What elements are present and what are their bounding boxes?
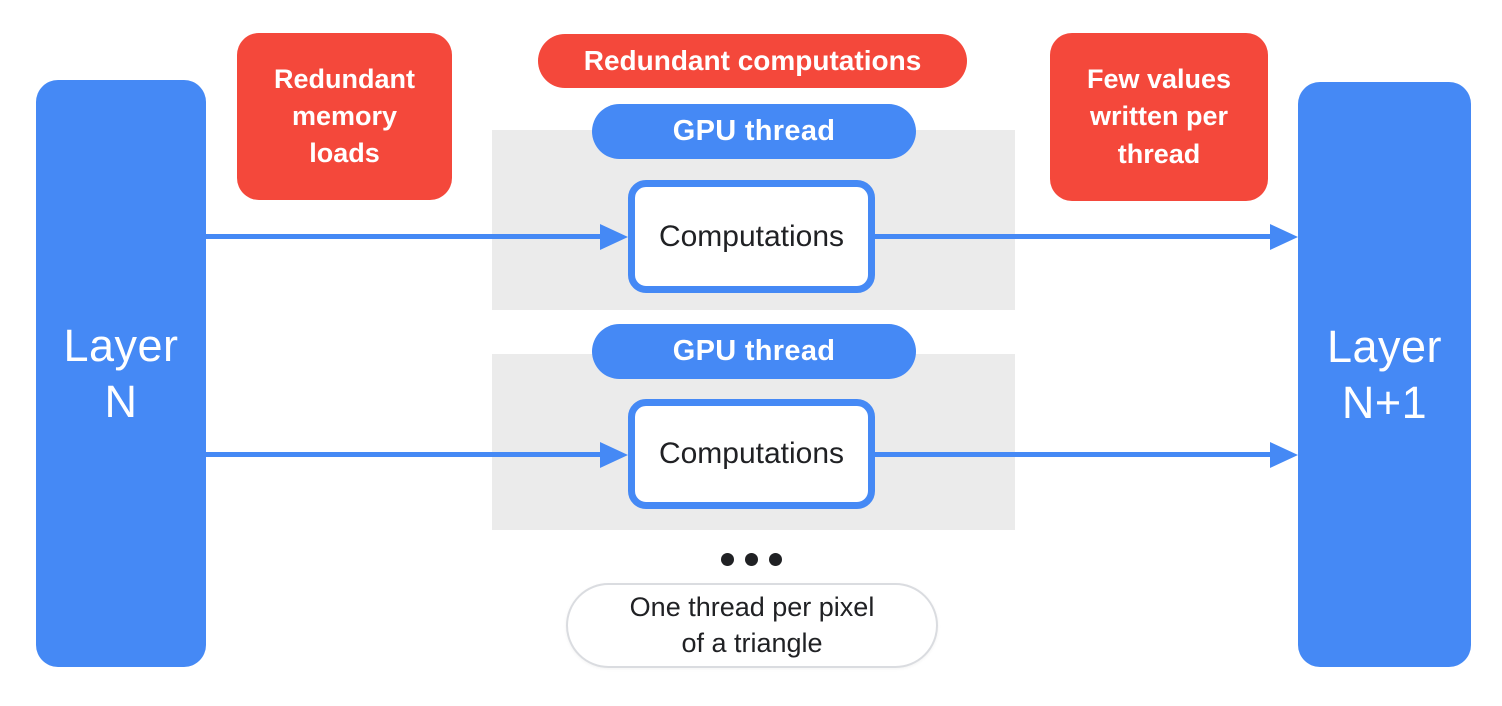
arrow-head-icon [600,442,628,468]
arrow-shaft [875,234,1272,239]
dot-icon [721,553,734,566]
arrow-shaft [875,452,1272,457]
annotation-redundant-computations: Redundant computations [538,34,967,88]
computations-box-1: Computations [628,180,875,293]
gpu-thread-pill-2: GPU thread [592,324,916,379]
dot-icon [745,553,758,566]
arrow-shaft [206,234,602,239]
layer-n-box: Layer N [36,80,206,667]
ellipsis-dots-icon [721,553,782,566]
arrow-head-icon [1270,442,1298,468]
arrow-head-icon [1270,224,1298,250]
gpu-thread-pill-1: GPU thread [592,104,916,159]
dot-icon [769,553,782,566]
layer-n-plus-1-label: Layer N+1 [1326,320,1443,428]
arrow-head-icon [600,224,628,250]
arrow-shaft [206,452,602,457]
footnote-one-thread-per-pixel: One thread per pixel of a triangle [566,583,938,668]
annotation-few-values-written: Few values written per thread [1050,33,1268,201]
layer-n-label: Layer N [63,319,179,427]
computations-box-2: Computations [628,399,875,509]
annotation-redundant-memory-loads: Redundant memory loads [237,33,452,200]
layer-n-plus-1-box: Layer N+1 [1298,82,1471,667]
